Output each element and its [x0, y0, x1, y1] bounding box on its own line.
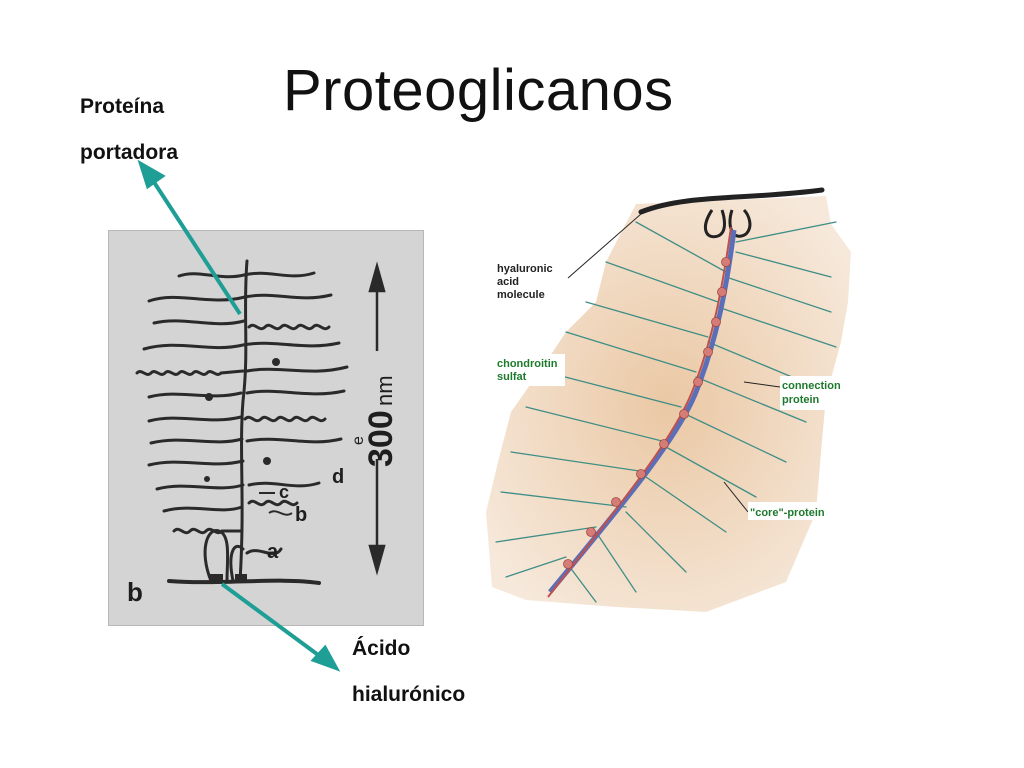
proteoglycan-schematic: 300 nm e d c b a b [108, 230, 424, 626]
hyaluronic-base-line [167, 578, 321, 585]
link-node [659, 439, 669, 449]
slide-title: Proteoglicanos [283, 58, 674, 123]
arrowhead-hyaluronic [310, 644, 341, 672]
side-chain [635, 221, 832, 313]
side-chain [147, 389, 346, 399]
core-protein-line [238, 259, 249, 583]
label-connection-1: connection [782, 380, 841, 392]
side-chain [245, 547, 283, 556]
callout-hyaluronic-line2: hialurónico [352, 683, 466, 706]
chain-knob [272, 358, 280, 366]
side-chain [147, 415, 327, 423]
chain-knob [204, 476, 210, 482]
chain-knob [263, 457, 271, 465]
link-node [711, 317, 721, 327]
base-block [235, 574, 247, 582]
label-chondroitin-1: chondroitin [497, 358, 558, 370]
label-hyaluronic-3: molecule [497, 289, 545, 301]
side-chain [149, 437, 343, 445]
link-loop [703, 209, 726, 239]
hyaluronic-line [638, 187, 825, 215]
label-connection-2: protein [782, 394, 820, 406]
side-chain [152, 319, 331, 331]
label-chondroitin-2: sulfat [497, 371, 527, 383]
side-chain [135, 365, 349, 376]
side-chain [735, 221, 837, 278]
link-node [717, 287, 727, 297]
side-chain [142, 341, 341, 351]
label-hyaluronic-2: acid [497, 276, 519, 288]
link-node [611, 497, 621, 507]
label-d: d [332, 466, 344, 488]
side-chain [525, 406, 757, 498]
side-chain [605, 261, 837, 348]
link-node [586, 527, 596, 537]
callout-core-protein-line2: portadora [80, 141, 179, 164]
side-chain [162, 499, 299, 513]
label-c: c [279, 482, 289, 502]
side-chain [172, 527, 244, 535]
schematic-drawing: 300 nm e d c b a b [127, 259, 400, 607]
chain-knob [205, 393, 213, 401]
leader-hyaluronic [567, 213, 642, 279]
callout-hyaluronic-line1: Ácido [352, 637, 411, 660]
side-chain [565, 331, 807, 423]
scale-arrow-bottom [368, 544, 386, 576]
side-chain [510, 451, 727, 533]
scale-label: 300 [362, 410, 400, 467]
panel-letter: b [127, 577, 143, 607]
base-block [209, 574, 223, 582]
link-node [693, 377, 703, 387]
link-node [563, 559, 573, 569]
side-chain [545, 371, 787, 463]
callout-core-protein: Proteína portadora [80, 84, 178, 176]
side-chain [500, 491, 687, 573]
scale-unit: nm [372, 375, 397, 406]
link-protein-loop [229, 544, 245, 583]
label-hyaluronic-1: hyaluronic [497, 263, 553, 275]
link-node [679, 409, 689, 419]
callout-core-protein-line1: Proteína [80, 95, 165, 118]
link-node [721, 257, 731, 267]
link-node [636, 469, 646, 479]
leader-connection [743, 381, 781, 388]
side-chain [147, 293, 333, 303]
callout-hyaluronic-acid: Ácido hialurónico [352, 626, 465, 718]
scale-arrow-top [368, 261, 386, 293]
scale-mark: e [350, 436, 367, 445]
link-protein-loop [203, 529, 230, 583]
leader-core [723, 481, 749, 513]
link-loop [728, 208, 752, 238]
label-a: a [267, 541, 279, 563]
side-chain [147, 459, 245, 467]
link-node [703, 347, 713, 357]
side-chain [155, 481, 321, 491]
label-core-protein: "core"-protein [750, 507, 825, 519]
proteoglycan-illustration: hyaluronic acid molecule chondroitin sul… [486, 182, 860, 612]
label-b-inner: b [295, 504, 307, 526]
side-chain [495, 526, 637, 593]
pointer-b [268, 510, 293, 516]
illustration-drawing: hyaluronic acid molecule chondroitin sul… [486, 187, 851, 612]
